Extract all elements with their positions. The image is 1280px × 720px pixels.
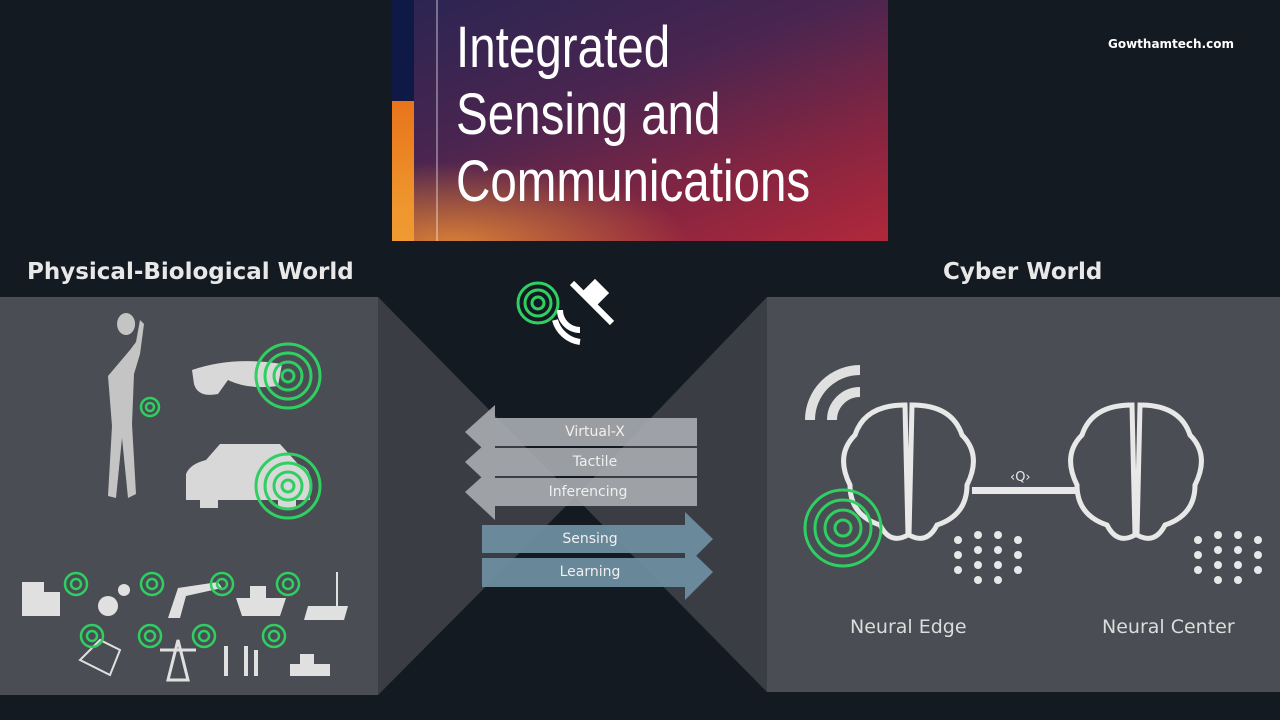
- left-arrows: [465, 405, 697, 520]
- title-line: Integrated: [456, 15, 671, 80]
- watermark: Gowthamtech.com: [1108, 37, 1235, 51]
- car-icon: [186, 444, 310, 508]
- right-arrows: [482, 512, 713, 600]
- title-banner: Integrated Sensing and Communications: [392, 0, 888, 241]
- page-title: Integrated Sensing and Communications: [456, 14, 810, 215]
- wheat-icon: [224, 646, 258, 676]
- excavator-icon: [290, 654, 330, 676]
- oil-pump-icon: [168, 582, 222, 618]
- arrow-label-tactile: Tactile: [572, 454, 618, 470]
- building-icon: [22, 582, 44, 616]
- industry-icons: [22, 572, 348, 682]
- arrow-label-learning: Learning: [559, 564, 621, 580]
- neural-network-icon: [954, 531, 1022, 584]
- arrow-label-virtual-x: Virtual-X: [565, 424, 625, 440]
- radar-icon: [803, 488, 883, 568]
- radar-icon: [254, 452, 322, 520]
- brain-icon-center: [1068, 402, 1204, 541]
- satellite-icon: [552, 278, 615, 345]
- power-tower-icon: [160, 639, 196, 682]
- banner-divider: [436, 0, 438, 241]
- brain-icon-edge: [841, 402, 976, 541]
- cyber-world-title: Cyber World: [943, 259, 1103, 285]
- physical-world-title: Physical-Biological World: [27, 259, 354, 285]
- title-line: Communications: [456, 149, 811, 214]
- neural-network-icon: [1194, 531, 1262, 584]
- title-line: Sensing and: [456, 82, 721, 147]
- radar-icons-small: [63, 571, 301, 649]
- radar-icon: [516, 281, 560, 325]
- human-icon: [108, 313, 144, 498]
- radar-icon: [139, 396, 161, 418]
- building-icon: [44, 592, 60, 616]
- molecule-icon: [98, 596, 118, 616]
- link-label: ‹Q›: [1010, 470, 1031, 485]
- solar-wind-icon: [304, 572, 348, 620]
- brain-link: [972, 487, 1078, 494]
- neural-edge-label: Neural Edge: [850, 616, 967, 638]
- arrow-label-sensing: Sensing: [562, 531, 618, 547]
- ship-icon: [236, 586, 286, 616]
- arrow-label-inferencing: Inferencing: [548, 484, 628, 500]
- wifi-signal-icon: [805, 365, 861, 421]
- banner-glow: [392, 161, 692, 241]
- radar-icon: [254, 342, 322, 410]
- smart-glasses-icon: [192, 361, 282, 395]
- neural-center-label: Neural Center: [1102, 616, 1235, 638]
